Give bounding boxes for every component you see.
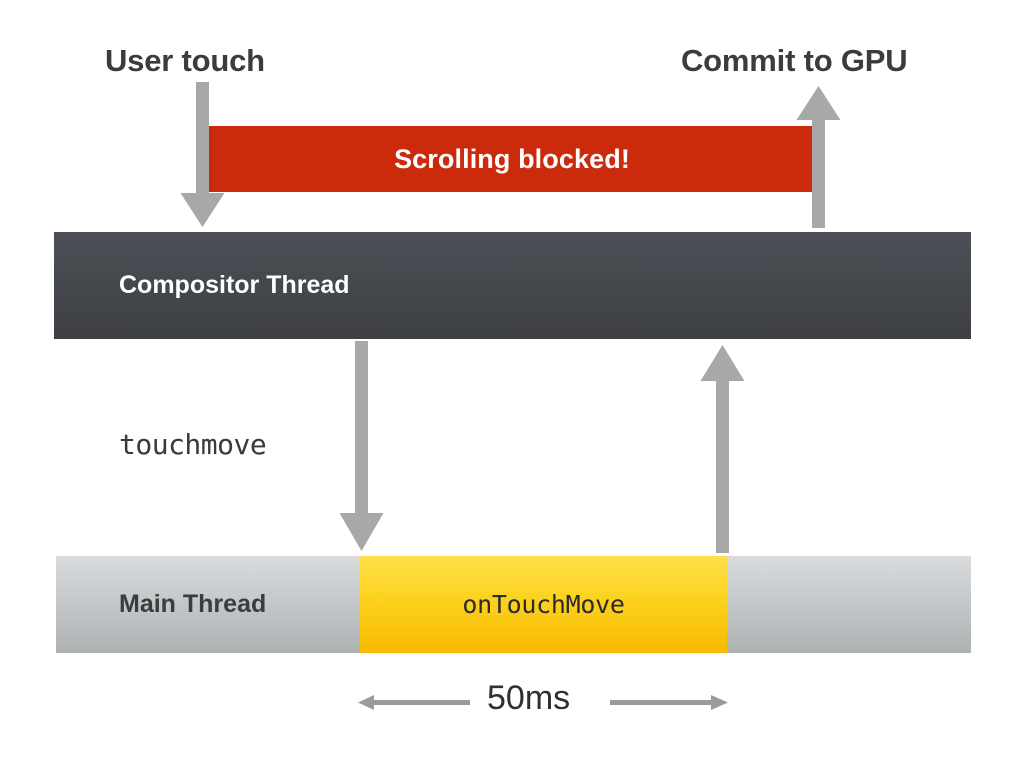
user-touch-label: User touch [105, 43, 265, 78]
main-thread-bar: Main Thread onTouchMove [56, 556, 971, 653]
commit-to-gpu-label: Commit to GPU [681, 43, 908, 78]
main-thread-label: Main Thread [119, 590, 267, 618]
duration-label: 50ms [487, 679, 571, 717]
scrolling-blocked-text: Scrolling blocked! [394, 143, 630, 174]
touchmove-dispatch-down-arrow [339, 341, 384, 551]
ontouchmove-task-block: onTouchMove [360, 556, 727, 653]
ontouchmove-label: onTouchMove [462, 590, 625, 619]
scrolling-blocked-banner: Scrolling blocked! [206, 126, 818, 192]
compositor-thread-label: Compositor Thread [119, 271, 350, 299]
touchmove-event-label: touchmove [119, 428, 267, 461]
main-thread-return-up-arrow [700, 345, 745, 553]
compositor-thread-bar: Compositor Thread [54, 232, 971, 339]
